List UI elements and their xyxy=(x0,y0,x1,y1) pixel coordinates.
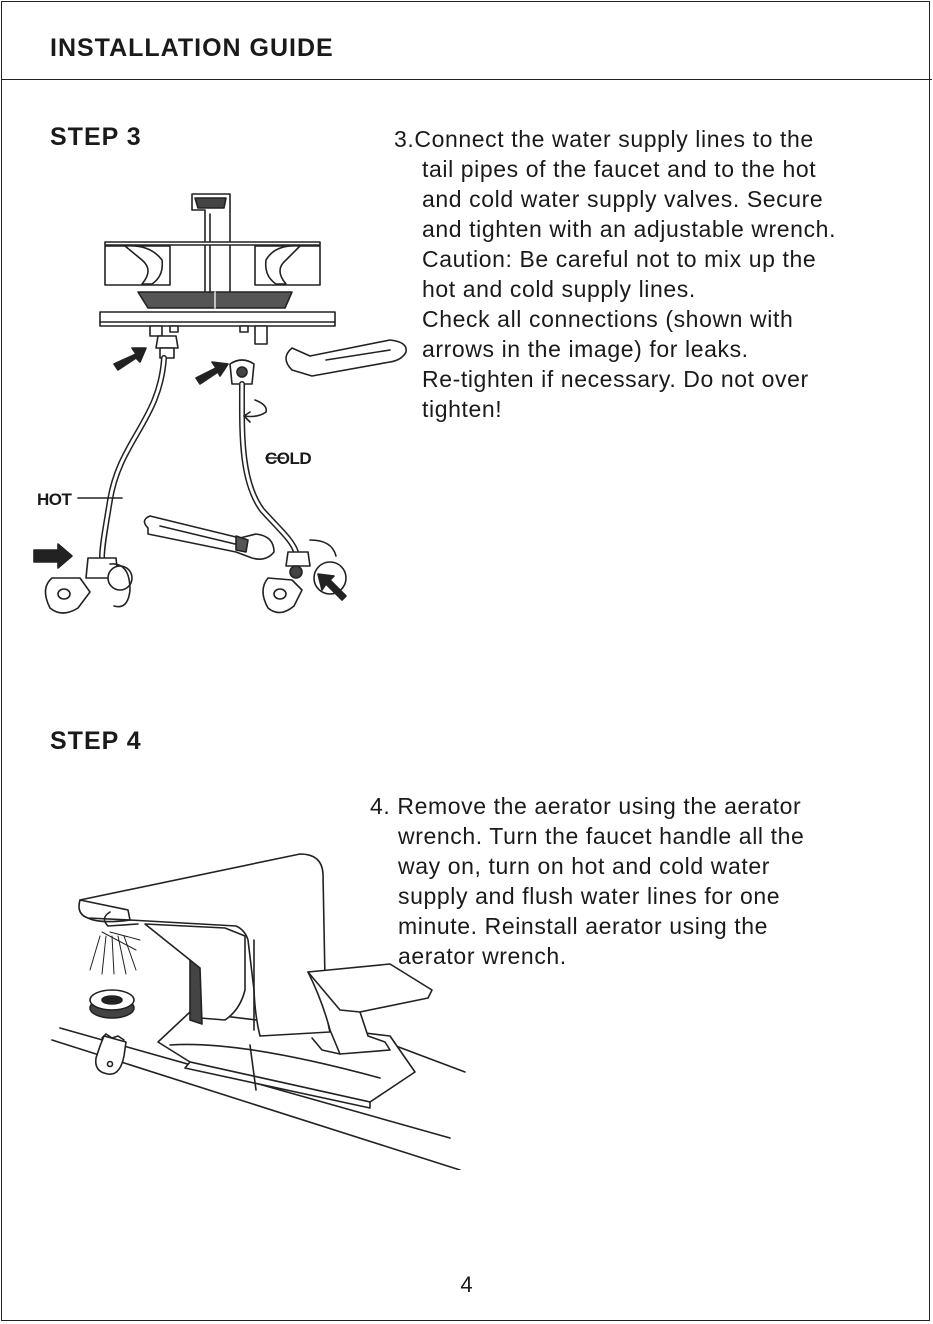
instruction-line: supply and flush water lines for one xyxy=(398,883,781,909)
page-title: INSTALLATION GUIDE xyxy=(50,34,334,62)
header-divider xyxy=(1,79,932,80)
instruction-line: Check all connections (shown with xyxy=(422,306,794,332)
instruction-line: minute. Reinstall aerator using the xyxy=(398,913,769,939)
instruction-line: and cold water supply valves. Secure xyxy=(422,186,824,212)
instruction-line: Caution: Be careful not to mix up the xyxy=(422,246,817,272)
instruction-line: and tighten with an adjustable wrench. xyxy=(422,216,837,242)
aerator-removal-illustration xyxy=(51,853,466,1170)
supply-line-connection-illustration xyxy=(33,193,407,614)
step-3-instructions: 3.Connect the water supply lines to the … xyxy=(394,124,836,424)
instruction-line: arrows in the image) for leaks. xyxy=(422,336,749,362)
instruction-line: aerator wrench. xyxy=(398,943,567,969)
cold-label: COLD xyxy=(265,449,312,468)
instruction-line: wrench. Turn the faucet handle all the xyxy=(398,823,805,849)
instruction-line: 3.Connect the water supply lines to the xyxy=(394,126,814,152)
instruction-line: tighten! xyxy=(422,396,503,422)
step-4-instructions: 4. Remove the aerator using the aerator … xyxy=(370,791,804,971)
instruction-line: hot and cold supply lines. xyxy=(422,276,696,302)
page-number: 4 xyxy=(460,1272,473,1297)
hot-label: HOT xyxy=(37,490,72,509)
step-4-title: STEP 4 xyxy=(50,727,142,755)
instruction-line: tail pipes of the faucet and to the hot xyxy=(422,156,817,182)
instruction-line: Re-tighten if necessary. Do not over xyxy=(422,366,809,392)
instruction-line: 4. Remove the aerator using the aerator xyxy=(370,793,802,819)
step-3-title: STEP 3 xyxy=(50,123,142,151)
instruction-line: way on, turn on hot and cold water xyxy=(398,853,771,879)
